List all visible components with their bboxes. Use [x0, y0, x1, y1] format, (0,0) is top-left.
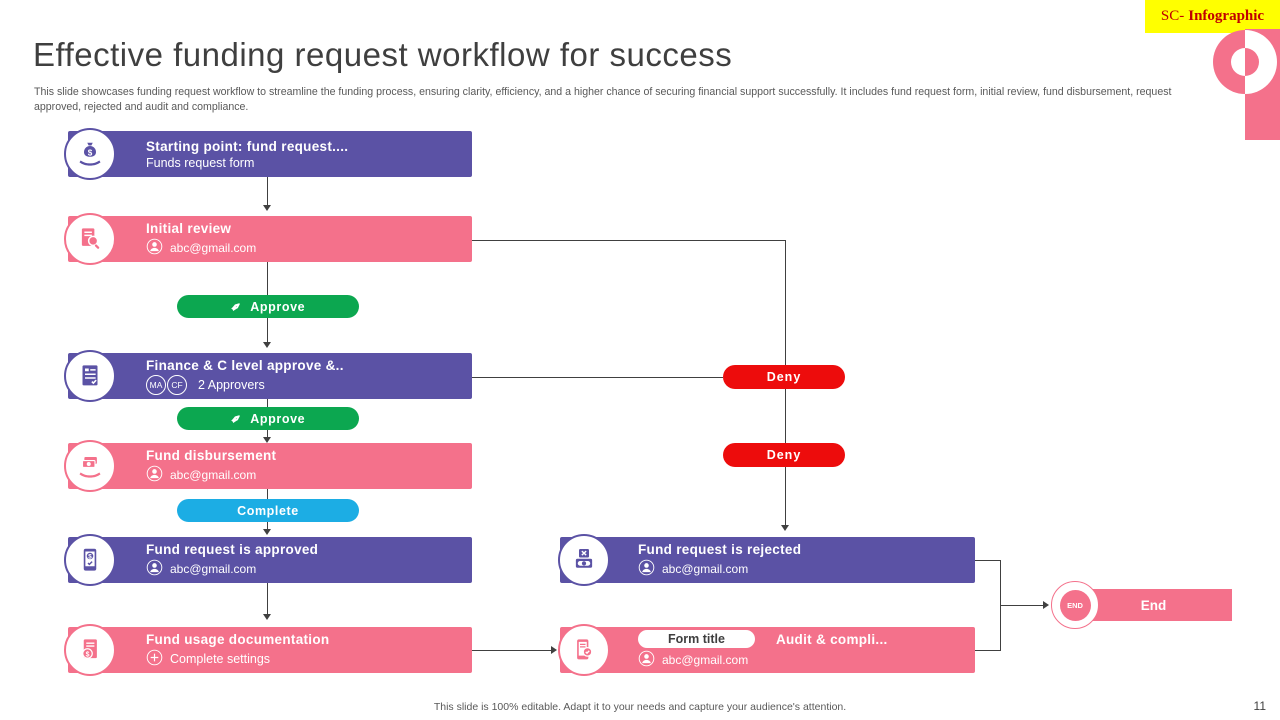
cash-in-hand-icon — [64, 440, 116, 492]
node-subtitle: Funds request form — [146, 155, 255, 170]
connector — [267, 429, 268, 438]
pen-icon: ✒ — [226, 296, 246, 316]
arrowhead — [263, 614, 271, 620]
deny-button-1[interactable]: Deny — [723, 365, 845, 389]
arrowhead — [263, 437, 271, 443]
svg-text:$: $ — [88, 148, 93, 157]
node-title: Initial review — [146, 220, 232, 236]
badge-prefix: SC- — [1160, 8, 1185, 24]
approve-button-1[interactable]: ✒ Approve — [177, 295, 359, 318]
mobile-payment-icon: $ — [64, 534, 116, 586]
node-fund-disbursement[interactable]: Fund disbursement abc@gmail.com — [64, 440, 472, 492]
person-icon — [146, 465, 163, 485]
end-badge-icon: END — [1051, 581, 1099, 629]
node-finance-approval[interactable]: Finance & C level approve &.. MA CF 2 Ap… — [64, 350, 472, 402]
connector — [267, 262, 268, 296]
node-email: abc@gmail.com — [170, 240, 257, 255]
approver-avatar: MA — [146, 374, 166, 395]
node-request-approved[interactable]: $ Fund request is approved abc@gmail.com — [64, 534, 472, 586]
checklist-document-icon — [64, 350, 116, 402]
approvers-count: 2 Approvers — [198, 377, 265, 392]
node-audit-compliance[interactable]: Form title Audit & compli... abc@gmail.c… — [558, 624, 975, 676]
form-title-field[interactable]: Form title — [638, 629, 755, 649]
node-email: abc@gmail.com — [662, 561, 749, 576]
connector — [267, 177, 268, 207]
connector — [975, 560, 1001, 561]
deny-label: Deny — [766, 370, 802, 384]
approve-button-2[interactable]: ✒ Approve — [177, 407, 359, 430]
node-title: Fund request is rejected — [638, 541, 802, 557]
connector — [267, 489, 268, 502]
rejected-payment-icon — [558, 534, 610, 586]
arrowhead — [263, 205, 271, 211]
connector — [975, 650, 1001, 651]
plus-circle-icon — [146, 649, 163, 669]
connector — [267, 583, 268, 615]
arrowhead — [1043, 601, 1049, 609]
connector — [472, 240, 785, 241]
footer-note: This slide is 100% editable. Adapt it to… — [433, 701, 847, 713]
document-review-icon — [64, 213, 116, 265]
arrowhead — [551, 646, 557, 654]
connector — [472, 377, 723, 378]
node-starting-point[interactable]: $ Starting point: fund request.... Funds… — [64, 128, 472, 180]
person-icon — [638, 650, 655, 670]
complete-button[interactable]: Complete — [177, 499, 359, 522]
sc-infographic-badge: SC- Infographic — [1145, 0, 1280, 33]
connector — [472, 650, 552, 651]
mobile-audit-icon — [558, 624, 610, 676]
node-email: abc@gmail.com — [662, 653, 749, 668]
page-title: Effective funding request workflow for s… — [33, 36, 733, 73]
deny-button-2[interactable]: Deny — [723, 443, 845, 467]
end-label: End — [1140, 597, 1167, 613]
svg-text:$: $ — [88, 553, 92, 560]
end-badge-label: END — [1059, 589, 1091, 621]
arrowhead — [781, 525, 789, 531]
person-icon — [638, 559, 655, 579]
node-email: abc@gmail.com — [170, 561, 257, 576]
connector — [1000, 605, 1044, 606]
person-icon — [146, 559, 163, 579]
approver-avatar: CF — [167, 374, 187, 395]
page-description: This slide showcases funding request wor… — [34, 86, 1172, 114]
donut-decoration — [1213, 29, 1280, 140]
node-title: Starting point: fund request.... — [146, 138, 349, 154]
badge-bold: Infographic — [1188, 8, 1265, 24]
person-icon — [146, 238, 163, 258]
fund-document-icon: $ — [64, 624, 116, 676]
connector — [267, 318, 268, 344]
pen-icon: ✒ — [226, 408, 246, 428]
connector — [267, 398, 268, 410]
node-email: abc@gmail.com — [170, 467, 257, 482]
node-fund-usage-documentation[interactable]: $ Fund usage documentation Complete sett… — [64, 624, 472, 676]
node-title: Fund disbursement — [146, 447, 277, 463]
node-end[interactable]: End — [1075, 589, 1232, 621]
node-initial-review[interactable]: Initial review abc@gmail.com — [64, 213, 472, 265]
node-title: Finance & C level approve &.. — [146, 357, 344, 373]
deny-label: Deny — [766, 448, 802, 462]
svg-text:$: $ — [86, 651, 90, 658]
node-request-rejected[interactable]: Fund request is rejected abc@gmail.com — [558, 534, 975, 586]
approve-label: Approve — [250, 411, 306, 426]
money-bag-in-hand-icon: $ — [64, 128, 116, 180]
page-number: 11 — [1253, 699, 1266, 713]
arrowhead — [263, 529, 271, 535]
complete-label: Complete — [237, 503, 299, 518]
node-title: Fund usage documentation — [146, 631, 330, 647]
node-title: Fund request is approved — [146, 541, 319, 557]
connector — [267, 520, 268, 530]
approve-label: Approve — [250, 299, 306, 314]
node-title: Audit & compli... — [775, 631, 888, 647]
arrowhead — [263, 342, 271, 348]
node-subtitle: Complete settings — [170, 651, 271, 666]
